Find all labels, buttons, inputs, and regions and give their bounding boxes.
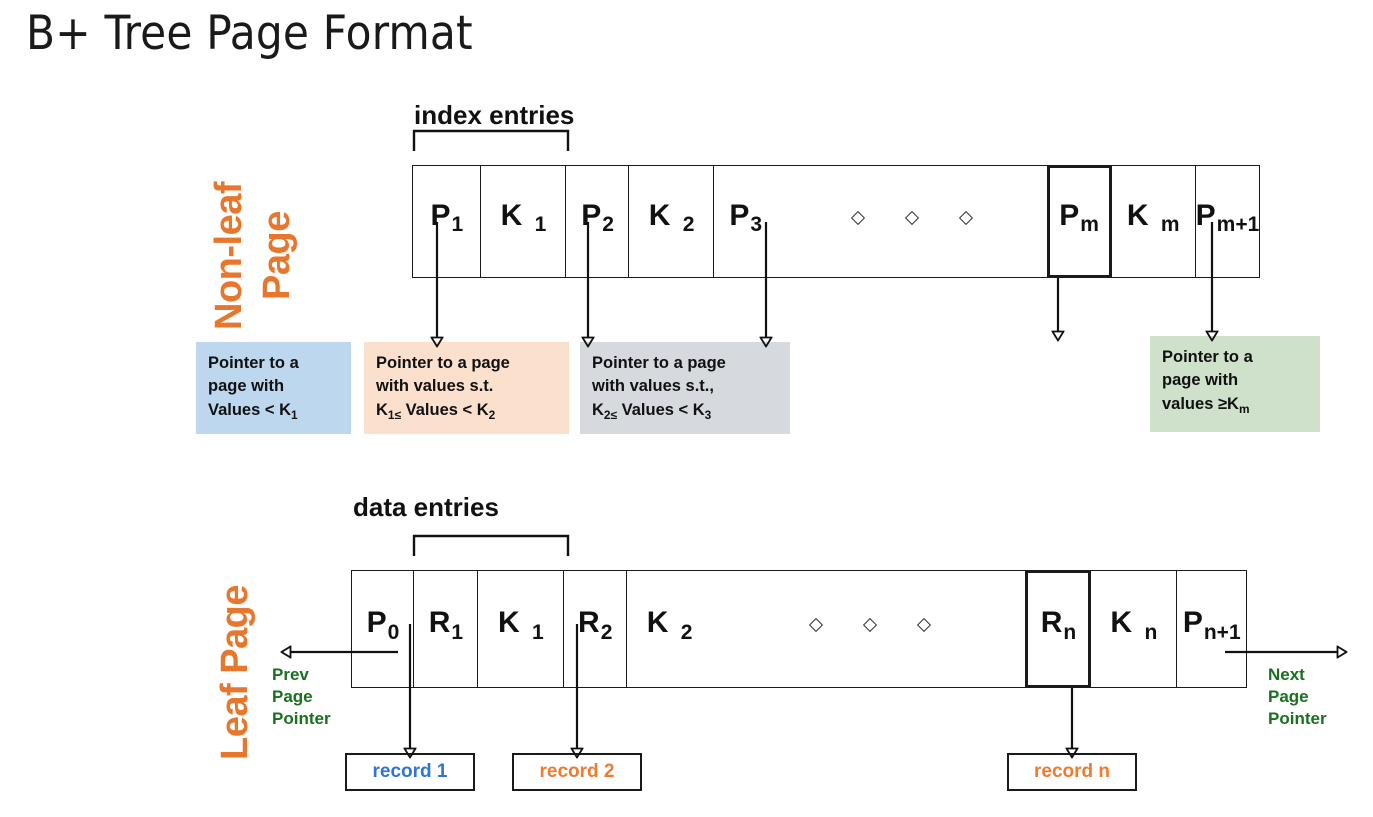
cell-label: K 2: [648, 198, 695, 237]
leaf-cell-pn+1: Pn+1: [1176, 570, 1248, 688]
nonleaf-cell-k1: K 1: [480, 165, 567, 278]
nonleaf-cell-pm: Pm: [1046, 165, 1112, 278]
pointer-description-box-4: Pointer to a page with values ≥Km: [1150, 336, 1320, 432]
pointer-caption-line: Prev: [272, 665, 309, 684]
cell-label: P1: [430, 198, 464, 237]
ellipsis-icon: [712, 617, 1027, 633]
cell-label: K 2: [646, 606, 693, 644]
description-line: Pointer to a: [1162, 348, 1253, 366]
leaf-cell-rn: Rn: [1025, 570, 1092, 688]
description-line: Pointer to a page: [376, 354, 510, 372]
cell-label: Pm+1: [1195, 198, 1260, 237]
record-box: record n: [1007, 753, 1137, 791]
nonleaf-cell-pm+1: Pm+1: [1194, 165, 1260, 278]
description-line: values ≥Km: [1162, 394, 1250, 416]
pointer-caption-line: Page: [1268, 686, 1309, 706]
pointer-caption-line: Pointer: [1268, 708, 1327, 728]
record-box: record 2: [512, 753, 642, 791]
nonleaf-side-label-line1: Non-leaf: [208, 182, 250, 330]
ellipsis-icon: [777, 210, 1049, 225]
cell-label: R2: [578, 606, 613, 644]
nonleaf-cell-km: K m: [1109, 165, 1197, 278]
pointer-caption-line: Next: [1268, 665, 1305, 684]
leaf-cell-r2: R2: [563, 570, 628, 688]
description-line: Pointer to a: [208, 354, 299, 372]
leaf-cell-p0: P0: [351, 570, 415, 688]
leaf-cell-k2: K 2: [625, 570, 714, 688]
description-line: Pointer to a page: [592, 354, 726, 372]
cell-label: P2: [581, 198, 614, 237]
description-line: K1≤ Values < K2: [376, 400, 496, 422]
nonleaf-side-label-line2: Page: [256, 211, 298, 300]
leaf-page-row: P0 R1 K 1 R2 K 2 Rn K n Pn+1: [351, 570, 1260, 688]
description-line: page with: [1162, 371, 1239, 390]
data-entries-caption: data entries: [353, 492, 499, 522]
pointer-caption-line: Page: [272, 686, 313, 706]
cell-label: P0: [366, 606, 400, 644]
description-line: Values < K1: [208, 400, 298, 422]
nonleaf-page-row: P1 K 1 P2 K 2 P3 Pm K m Pm+1: [412, 165, 1260, 278]
nonleaf-cell-k2: K 2: [628, 165, 715, 278]
index-entries-caption: index entries: [414, 100, 575, 130]
cell-label: Pm: [1059, 198, 1099, 237]
nonleaf-ellipsis: [776, 165, 1049, 278]
description-line: page with: [208, 377, 285, 396]
pointer-description-box-2: Pointer to a page with values s.t. K1≤ Val…: [364, 342, 569, 434]
index-entries-bracket: [412, 129, 570, 151]
leaf-side-label: Leaf Page: [214, 584, 256, 760]
cell-label: R1: [428, 606, 464, 644]
nonleaf-cell-p2: P2: [565, 165, 630, 278]
description-line: with values s.t.,: [592, 377, 714, 396]
cell-label: K n: [1110, 606, 1158, 644]
cell-label: K 1: [500, 198, 547, 237]
cell-label: Pn+1: [1182, 606, 1241, 644]
nonleaf-cell-p1: P1: [412, 165, 482, 278]
cell-label: Rn: [1040, 606, 1077, 644]
cell-label: P3: [729, 198, 763, 237]
cell-label: K m: [1126, 198, 1180, 237]
page-title: B+ Tree Page Format: [26, 6, 473, 61]
description-line: with values s.t.: [376, 377, 494, 396]
cell-label: K 1: [497, 606, 544, 644]
leaf-cell-r1: R1: [413, 570, 479, 688]
pointer-caption-line: Pointer: [272, 708, 331, 728]
leaf-ellipsis: [712, 570, 1028, 688]
leaf-cell-kn: K n: [1089, 570, 1178, 688]
data-entries-bracket: [412, 534, 570, 556]
description-line: K2≤ Values < K3: [592, 400, 712, 422]
nonleaf-cell-p3: P3: [713, 165, 779, 278]
pointer-description-box-3: Pointer to a page with values s.t., K2≤ Va…: [580, 342, 790, 434]
record-box: record 1: [345, 753, 475, 791]
leaf-cell-k1: K 1: [476, 570, 565, 688]
